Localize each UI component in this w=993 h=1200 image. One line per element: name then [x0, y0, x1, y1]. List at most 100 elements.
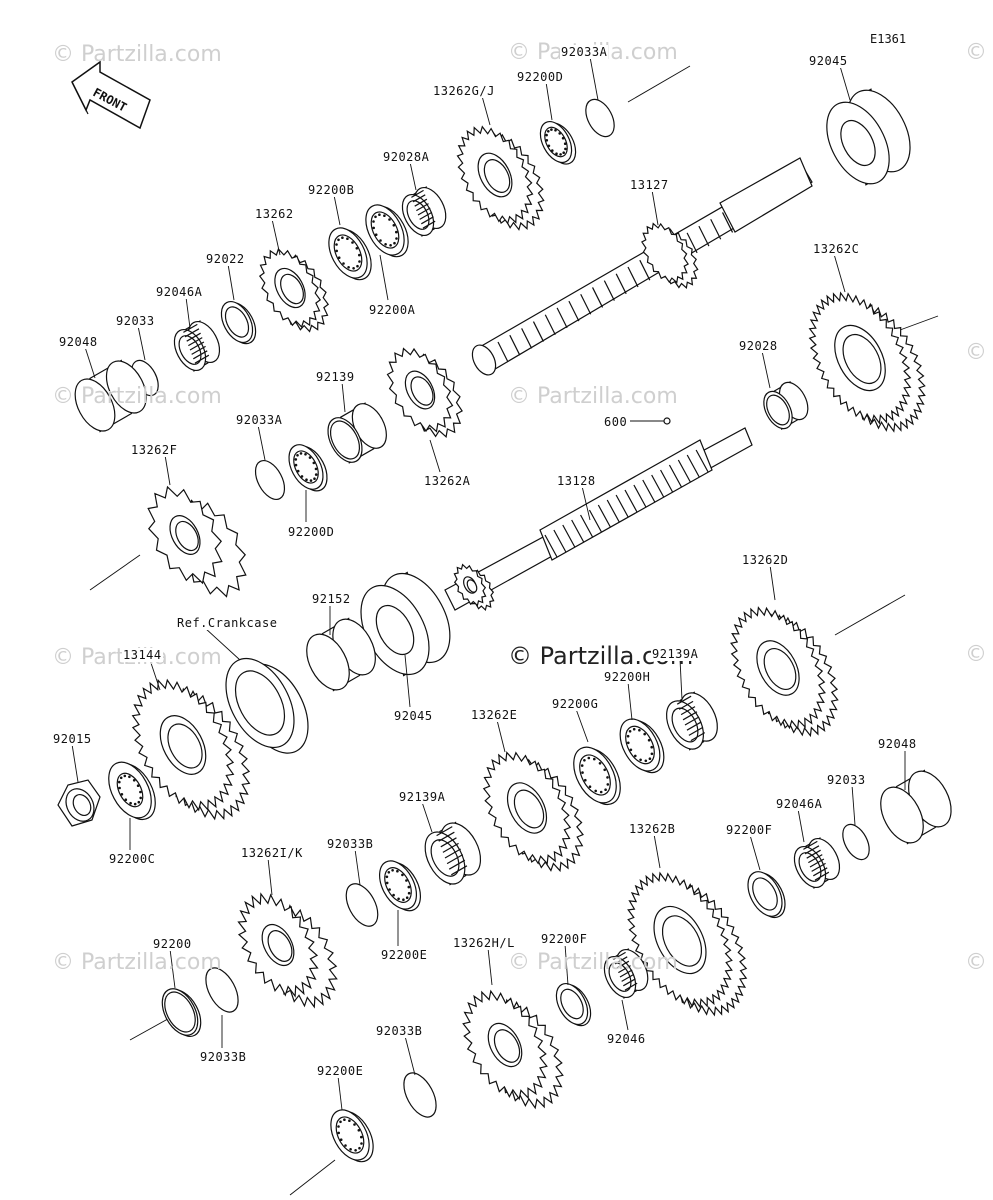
- leader-line: [137, 325, 146, 361]
- part-label-92045[interactable]: 92045: [808, 54, 849, 68]
- part-label-92200F[interactable]: 92200F: [725, 823, 774, 837]
- shaft-13128: [444, 427, 753, 611]
- gear-13262F: [147, 485, 247, 598]
- part-label-92152[interactable]: 92152: [311, 592, 352, 606]
- part-label-13262IK[interactable]: 13262I/K: [240, 846, 304, 860]
- part-label-13127[interactable]: 13127: [629, 178, 670, 192]
- part-label-92048-right[interactable]: 92048: [877, 737, 918, 751]
- part-label-92033B-left[interactable]: 92033B: [199, 1050, 248, 1064]
- axis-line: [627, 65, 691, 103]
- part-label-92045-mid[interactable]: 92045: [393, 709, 434, 723]
- part-label-92200C[interactable]: 92200C: [108, 852, 157, 866]
- axis-line: [899, 315, 939, 331]
- part-label-92033B-low[interactable]: 92033B: [375, 1024, 424, 1038]
- bearing-92045-mid: [360, 571, 451, 677]
- watermark: © Partzilla.com: [965, 40, 993, 65]
- part-label-92028A[interactable]: 92028A: [382, 150, 431, 164]
- part-label-92033A[interactable]: 92033A: [560, 45, 609, 59]
- gear-13144: [131, 678, 251, 821]
- part-label-92015[interactable]: 92015: [52, 732, 93, 746]
- part-label-92139[interactable]: 92139: [315, 370, 356, 384]
- watermark: © Partzilla.com: [52, 950, 222, 975]
- leader-line: [404, 1035, 416, 1076]
- bearing-92028A: [401, 186, 447, 237]
- bearing-92046A-right: [793, 837, 841, 889]
- part-label-92200A[interactable]: 92200A: [368, 303, 417, 317]
- part-label-92048[interactable]: 92048: [58, 335, 99, 349]
- circlip-92033B-left: [205, 967, 239, 1013]
- part-label-92046A[interactable]: 92046A: [155, 285, 204, 299]
- leader-line: [337, 1075, 343, 1111]
- gear-13128-integral: [453, 563, 495, 612]
- gear-13262: [258, 247, 330, 333]
- part-label-13262F[interactable]: 13262F: [130, 443, 179, 457]
- part-label-13262B[interactable]: 13262B: [628, 822, 677, 836]
- part-label-13262A[interactable]: 13262A: [423, 474, 472, 488]
- leader-line: [354, 848, 361, 886]
- leader-line: [581, 485, 591, 521]
- leader-line: [149, 659, 161, 691]
- part-label-13144[interactable]: 13144: [122, 648, 163, 662]
- washer-92200F-mid: [555, 983, 592, 1027]
- part-label-92200B[interactable]: 92200B: [307, 183, 356, 197]
- leader-line: [204, 627, 241, 661]
- leader-line: [481, 95, 491, 126]
- circlip-92033-right: [842, 823, 870, 861]
- axis-line: [834, 594, 906, 636]
- part-label-92022[interactable]: 92022: [205, 252, 246, 266]
- washer-92200F-right: [747, 871, 786, 919]
- leader-line: [404, 654, 411, 708]
- axis-line: [289, 1159, 336, 1196]
- part-label-92033-right[interactable]: 92033: [826, 773, 867, 787]
- part-label-92139A[interactable]: 92139A: [651, 647, 700, 661]
- gear-13262A: [386, 347, 463, 438]
- part-label-13262GJ[interactable]: 13262G/J: [432, 84, 496, 98]
- leader-line: [421, 801, 433, 833]
- watermark: © Partzilla.com: [52, 42, 222, 67]
- part-label-92046[interactable]: 92046: [606, 1032, 647, 1046]
- part-label-92033B[interactable]: 92033B: [326, 837, 375, 851]
- part-label-92046A-right[interactable]: 92046A: [775, 797, 824, 811]
- part-label-13262HL[interactable]: 13262H/L: [452, 936, 516, 950]
- shaft-13127: [471, 157, 813, 376]
- gear-13262B: [627, 871, 748, 1017]
- part-label-92200D[interactable]: 92200D: [516, 70, 565, 84]
- part-label-92200G[interactable]: 92200G: [551, 697, 600, 711]
- part-label-92200E[interactable]: 92200E: [380, 948, 429, 962]
- part-label-92200D-mid[interactable]: 92200D: [287, 525, 336, 539]
- leader-line: [769, 564, 776, 601]
- part-label-92200[interactable]: 92200: [152, 937, 193, 951]
- part-label-13262[interactable]: 13262: [254, 207, 295, 221]
- part-label-600[interactable]: 600: [603, 415, 629, 429]
- part-label-13262E[interactable]: 13262E: [470, 708, 519, 722]
- part-label-92033A-mid[interactable]: 92033A: [235, 413, 284, 427]
- leader-line: [797, 808, 805, 843]
- gear-13262D: [730, 606, 839, 738]
- leader-line: [833, 253, 846, 293]
- part-label-92200F-mid[interactable]: 92200F: [540, 932, 589, 946]
- leader-line: [257, 424, 266, 461]
- leader-line: [839, 65, 851, 101]
- washer-92200: [161, 988, 202, 1037]
- part-label-92200E-low[interactable]: 92200E: [316, 1064, 365, 1078]
- nut-92015: [57, 779, 101, 827]
- leader-line: [267, 857, 273, 896]
- part-label-92028[interactable]: 92028: [738, 339, 779, 353]
- leader-line: [185, 296, 191, 329]
- leader-line: [164, 454, 171, 486]
- leader-line: [379, 254, 389, 301]
- washer-92200H: [619, 718, 665, 774]
- gear-13262E: [482, 751, 584, 873]
- ref-crankcase-label[interactable]: Ref.Crankcase: [176, 616, 279, 630]
- part-label-92139A-mid[interactable]: 92139A: [398, 790, 447, 804]
- collar-92048: [74, 359, 147, 433]
- oil-marker-600: [663, 417, 671, 425]
- part-label-13262D[interactable]: 13262D: [741, 553, 790, 567]
- part-label-92033[interactable]: 92033: [115, 314, 156, 328]
- part-label-92200H[interactable]: 92200H: [603, 670, 652, 684]
- part-label-13128[interactable]: 13128: [556, 474, 597, 488]
- part-label-13262C[interactable]: 13262C: [812, 242, 861, 256]
- watermark: © Partzilla.com: [965, 642, 993, 667]
